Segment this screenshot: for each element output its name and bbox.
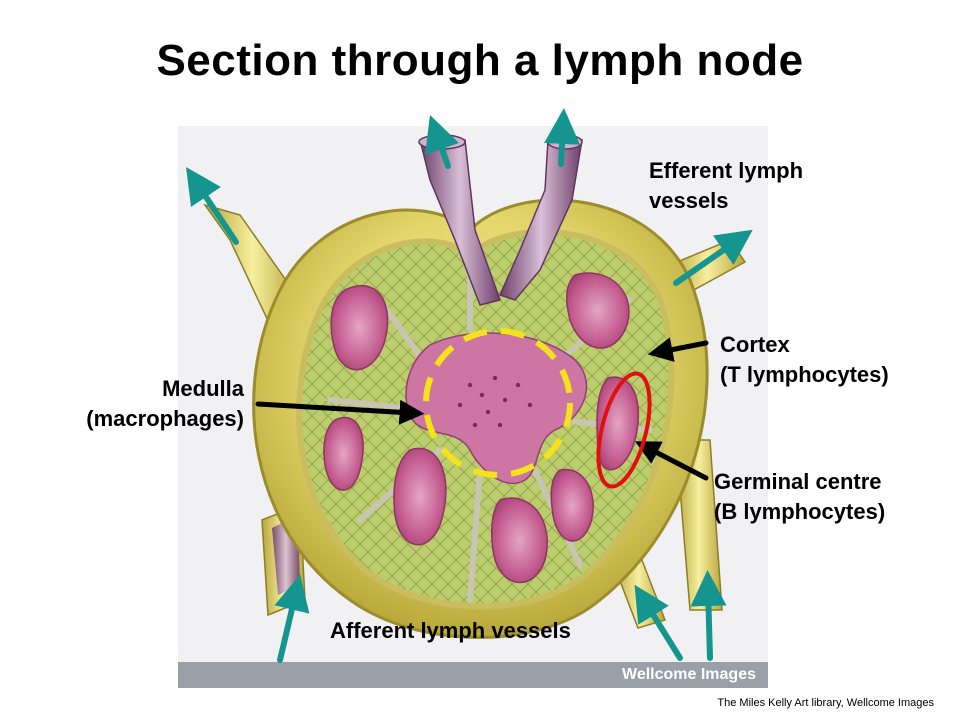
- follicles: [323, 272, 640, 584]
- afferent-label: Afferent lymph vessels: [330, 618, 571, 643]
- image-credit: The Miles Kelly Art library, Wellcome Im…: [717, 697, 934, 709]
- cortex-label: Cortex (T lymphocytes): [720, 330, 889, 390]
- watermark-text: Wellcome Images: [622, 666, 756, 683]
- cortex-label-line1: Cortex: [720, 332, 790, 357]
- medulla-label-line2: (macrophages): [86, 406, 244, 431]
- cortex-label-line2: (T lymphocytes): [720, 362, 889, 387]
- efferent-label: Efferent lymph vessels: [649, 156, 803, 216]
- efferent-label-line2: vessels: [649, 188, 729, 213]
- germinal-centre-label: Germinal centre (B lymphocytes): [714, 467, 885, 527]
- medulla-label: Medulla (macrophages): [50, 374, 244, 434]
- germinal-label-line1: Germinal centre: [714, 469, 882, 494]
- germinal-label-line2: (B lymphocytes): [714, 499, 886, 524]
- watermark-bar: Wellcome Images: [178, 662, 768, 688]
- efferent-label-line1: Efferent lymph: [649, 158, 804, 183]
- slide-title: Section through a lymph node: [156, 36, 804, 85]
- medulla-label-line1: Medulla: [162, 376, 244, 401]
